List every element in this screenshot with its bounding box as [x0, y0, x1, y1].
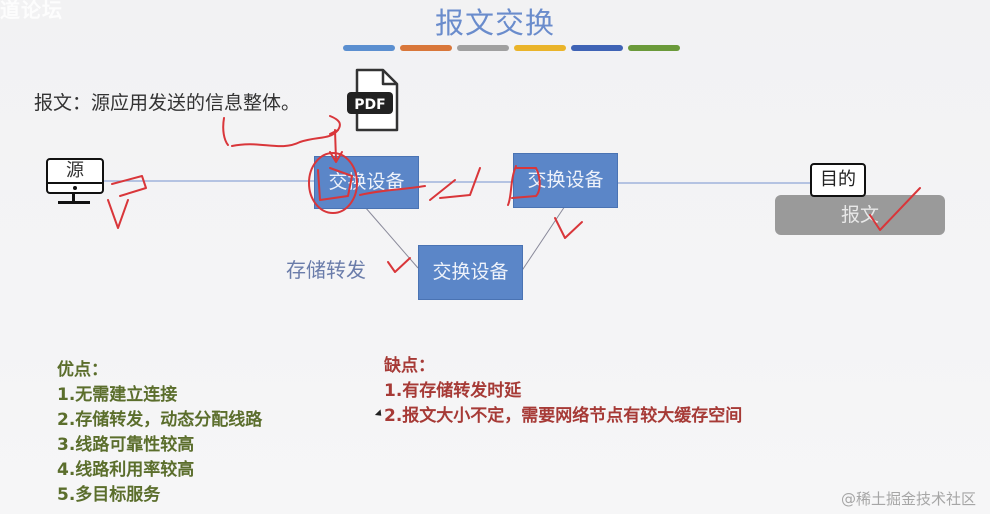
pros-item: 4.线路利用率较高 — [57, 460, 195, 480]
store-forward-label: 存储转发 — [286, 258, 366, 282]
accent-bars — [343, 45, 680, 51]
pros-item: 3.线路可靠性较高 — [57, 435, 195, 455]
source-computer-icon: 源 — [46, 158, 104, 208]
source-label: 源 — [66, 160, 84, 181]
cons-list: 缺点： 1.有存储转发时延 2.报文大小不定，需要网络节点有较大缓存空间 — [384, 354, 742, 429]
cons-item: 2.报文大小不定，需要网络节点有较大缓存空间 — [384, 406, 743, 426]
slide-title: 报文交换 — [434, 6, 555, 40]
accent-bar — [343, 45, 395, 51]
watermark-top: 道论坛 — [0, 0, 63, 22]
cons-item: 1.有存储转发时延 — [384, 381, 522, 401]
pros-heading: 优点： — [57, 360, 108, 380]
pros-list: 优点： 1.无需建立连接 2.存储转发，动态分配线路 3.线路可靠性较高 4.线… — [57, 358, 262, 508]
accent-bar — [457, 45, 509, 51]
footer-watermark: @稀土掘金技术社区 — [840, 490, 976, 508]
destination-label: 目的 — [810, 163, 866, 197]
switch-node-2: 交换设备 — [513, 153, 618, 208]
pros-item: 1.无需建立连接 — [57, 385, 178, 405]
cons-heading: 缺点： — [384, 356, 435, 376]
svg-text:PDF: PDF — [354, 97, 385, 113]
pdf-file-icon: PDF — [345, 68, 401, 134]
switch-node-3: 交换设备 — [418, 245, 523, 300]
pros-item: 5.多目标服务 — [57, 485, 161, 505]
accent-bar — [628, 45, 680, 51]
definition-text: 报文：源应用发送的信息整体。 — [34, 92, 301, 114]
accent-bar — [514, 45, 566, 51]
message-box: 报文 — [775, 195, 945, 235]
pros-item: 2.存储转发，动态分配线路 — [57, 410, 263, 430]
mouse-cursor-icon — [374, 409, 385, 419]
switch-node-1: 交换设备 — [314, 156, 419, 209]
accent-bar — [400, 45, 452, 51]
accent-bar — [571, 45, 623, 51]
